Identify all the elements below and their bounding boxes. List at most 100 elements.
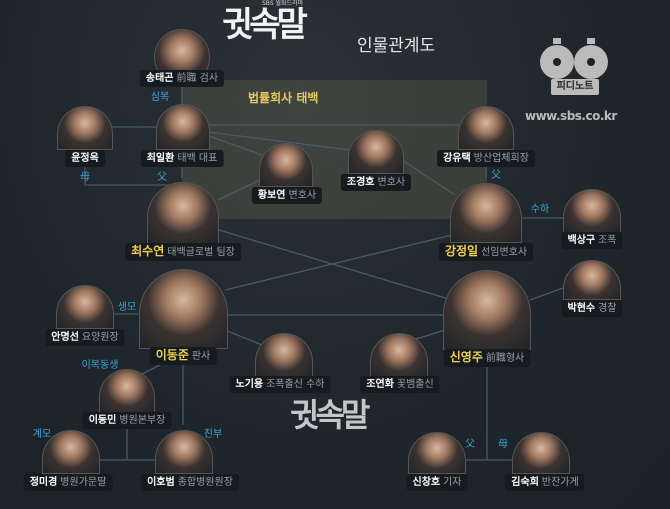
character-photo	[56, 285, 114, 329]
character-name: 안명선	[51, 332, 79, 343]
character-photo	[450, 183, 522, 243]
character-photo	[348, 130, 404, 174]
character-name: 송태곤	[145, 73, 174, 84]
character-name: 김숙희	[511, 477, 539, 488]
character-photo	[57, 106, 113, 150]
pdnote-logo-text: 피디노트	[551, 79, 599, 95]
character-role: 판사	[191, 351, 211, 362]
character-role: 요양원장	[81, 332, 119, 343]
character-name: 이동준	[155, 348, 189, 362]
relation-label: 父	[465, 439, 475, 450]
character-role: 前職형사	[485, 353, 525, 364]
character-role: 前職 검사	[176, 73, 219, 84]
character-role: 경찰	[598, 303, 617, 314]
character-tag: 윤정옥	[65, 150, 105, 167]
line	[224, 234, 453, 291]
relation-label: 父	[157, 172, 167, 183]
character-photo	[42, 430, 100, 474]
broadcaster-tag: SBS 월화드라마	[262, 0, 304, 7]
character-name: 강정일	[444, 244, 479, 258]
character-photo	[255, 333, 313, 377]
firm-box	[182, 80, 487, 219]
character-name: 백상구	[567, 235, 596, 246]
relation-label: 父	[491, 170, 501, 181]
character-photo	[370, 333, 428, 377]
character-role: 반찬가게	[541, 477, 579, 488]
character-role: 조폭출신 수하	[266, 379, 325, 390]
line	[224, 329, 263, 346]
character-photo	[147, 182, 219, 244]
relation-label: 수하	[530, 204, 550, 215]
relation-label: 친부	[203, 429, 223, 440]
line	[217, 179, 261, 201]
character-role: 방산업체회장	[473, 153, 529, 164]
character-photo	[259, 143, 313, 187]
character-name: 신창호	[412, 477, 441, 488]
character-photo	[156, 104, 210, 150]
character-name: 강유택	[443, 153, 471, 164]
relation-label: 이복동생	[81, 360, 119, 371]
character-role: 꽃뱀출신	[396, 379, 434, 390]
line	[218, 229, 453, 301]
character-name: 박현수	[567, 303, 596, 314]
character-role: 태백글로벌 팀장	[167, 247, 235, 258]
character-name: 최수연	[131, 244, 165, 258]
character-role: 변호사	[377, 177, 406, 188]
character-role: 기자	[443, 477, 462, 488]
character-role: 병원본부장	[119, 415, 166, 426]
watermark-title: 귓속말	[290, 396, 370, 434]
line	[205, 134, 263, 156]
character-photo	[139, 269, 228, 349]
character-name: 이호범	[147, 477, 175, 488]
website-url: www.sbs.co.kr	[525, 109, 617, 123]
line	[529, 287, 564, 301]
character-name: 신영주	[449, 350, 483, 364]
character-photo	[458, 106, 514, 150]
character-name: 윤정옥	[71, 153, 99, 164]
character-name: 최일환	[146, 153, 175, 164]
character-name: 황보연	[257, 190, 286, 201]
character-name: 노기용	[235, 379, 264, 390]
character-photo	[563, 260, 621, 300]
relation-label: 계모	[32, 429, 52, 440]
character-role: 태백 대표	[177, 153, 218, 164]
drama-title-logo: 귓속말	[222, 5, 308, 45]
relation-label: 母	[498, 439, 508, 450]
character-role: 종합병원원장	[177, 477, 233, 488]
character-role: 병원가문딸	[60, 477, 107, 488]
line	[401, 159, 456, 196]
character-name: 이동민	[88, 415, 117, 426]
character-name: 조연화	[366, 379, 394, 390]
character-photo	[512, 432, 570, 474]
pdnote-logo-icon	[540, 38, 608, 79]
character-role: 조폭	[598, 235, 617, 246]
page-subtitle: 인물관계도	[357, 36, 436, 56]
relation-label: 심복	[150, 92, 170, 103]
character-photo	[155, 430, 213, 474]
character-name: 조경호	[346, 177, 375, 188]
relation-label: 母	[80, 172, 90, 183]
character-role: 변호사	[288, 190, 317, 201]
character-name: 정미경	[29, 477, 58, 488]
firm-label: 법률회사 태백	[248, 91, 319, 105]
line	[412, 329, 446, 341]
